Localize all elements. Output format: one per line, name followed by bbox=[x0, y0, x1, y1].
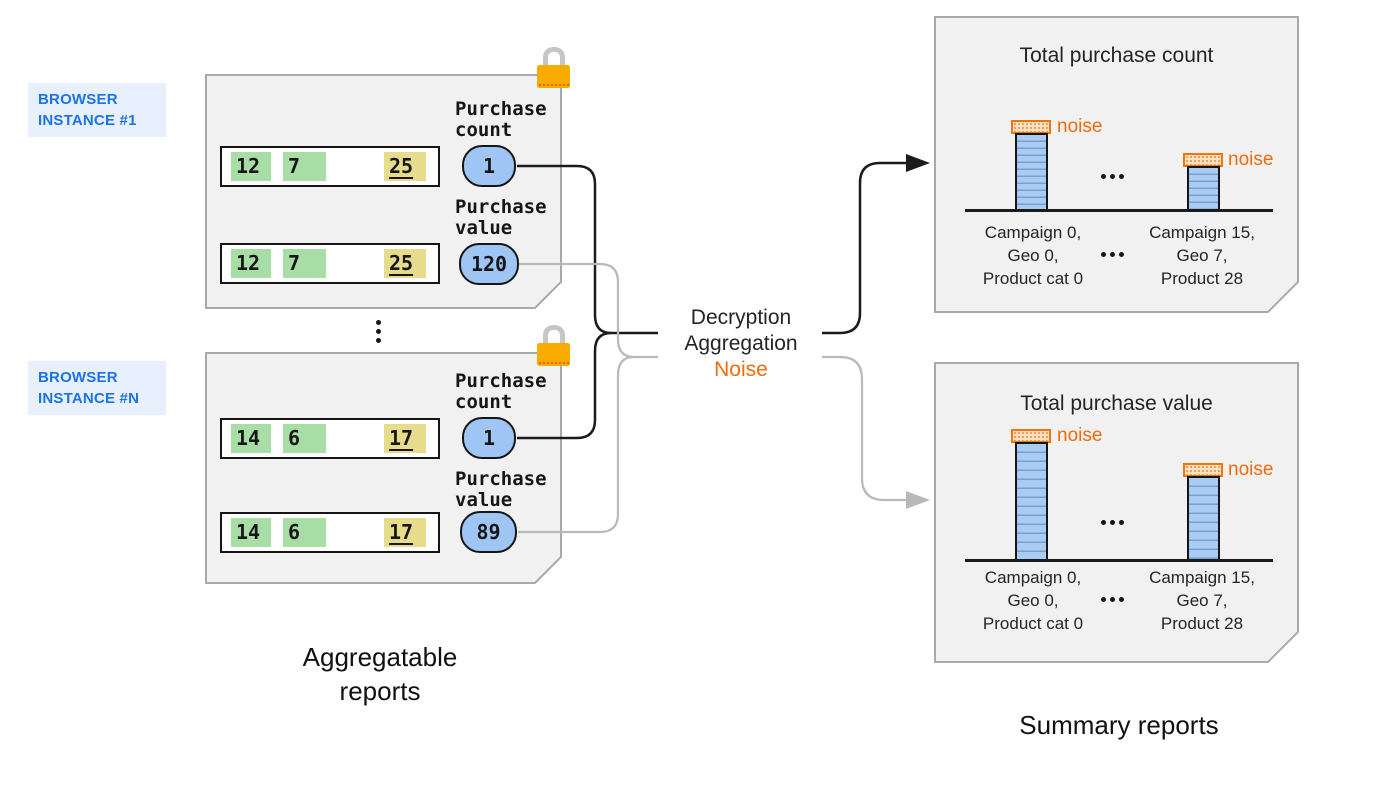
key-chip: 25 bbox=[384, 152, 426, 181]
bucket-chip: 6 bbox=[283, 424, 326, 453]
noise-label: noise bbox=[1057, 425, 1103, 446]
bucket-chip: 14 bbox=[231, 424, 271, 453]
arrowhead-value-icon bbox=[906, 491, 930, 509]
summary-report-card-count bbox=[934, 16, 1299, 313]
value-bar-1 bbox=[1015, 442, 1048, 562]
count-bar-2 bbox=[1187, 166, 1220, 211]
noise-cap bbox=[1011, 120, 1051, 134]
connector-count-instancen bbox=[517, 331, 612, 440]
bucket-chip: 12 bbox=[231, 249, 271, 278]
horizontal-ellipsis-icon bbox=[1101, 597, 1124, 602]
lock-shackle bbox=[543, 325, 565, 344]
report-row: 12 7 25 bbox=[220, 146, 440, 187]
pipeline-steps: Decryption Aggregation Noise bbox=[655, 305, 827, 383]
pipeline-step-noise: Noise bbox=[714, 358, 768, 381]
key-chip: 17 bbox=[384, 424, 426, 453]
noise-label: noise bbox=[1228, 149, 1274, 170]
purchase-count-label-n: Purchase count bbox=[455, 370, 547, 413]
count-bar-1 bbox=[1015, 133, 1048, 211]
bucket-chip: 6 bbox=[283, 518, 326, 547]
noise-label: noise bbox=[1228, 459, 1274, 480]
summary-value-title: Total purchase value bbox=[1020, 392, 1213, 415]
purchase-count-bubble-n: 1 bbox=[462, 417, 516, 459]
value-x-axis bbox=[965, 559, 1273, 562]
purchase-value-bubble-1: 120 bbox=[459, 243, 519, 285]
purchase-count-bubble-1: 1 bbox=[462, 145, 516, 187]
purchase-value-bubble-n: 89 bbox=[460, 511, 517, 553]
bucket-chip: 14 bbox=[231, 518, 271, 547]
count-category-1: Campaign 0, Geo 0, Product cat 0 bbox=[982, 223, 1084, 288]
purchase-value-label-n: Purchase value bbox=[455, 468, 547, 511]
value-category-1: Campaign 0, Geo 0, Product cat 0 bbox=[982, 568, 1084, 633]
noise-cap bbox=[1011, 429, 1051, 443]
horizontal-ellipsis-icon bbox=[1101, 174, 1124, 179]
count-x-axis bbox=[965, 209, 1273, 212]
bucket-chip: 12 bbox=[231, 152, 271, 181]
vertical-ellipsis-icon bbox=[376, 320, 381, 343]
connector-value-instancen bbox=[518, 355, 635, 534]
lock-icon bbox=[537, 47, 571, 88]
browser-instance-n-label: BROWSER INSTANCE #N bbox=[28, 361, 166, 415]
pipeline-step-aggregation: Aggregation bbox=[684, 332, 798, 355]
bucket-chip: 7 bbox=[283, 249, 326, 278]
report-row: 14 6 17 bbox=[220, 512, 440, 553]
lock-shackle bbox=[543, 47, 565, 66]
value-bar-2 bbox=[1187, 476, 1220, 562]
arrowhead-count-icon bbox=[906, 154, 930, 172]
summary-reports-caption: Summary reports bbox=[1019, 710, 1219, 740]
horizontal-ellipsis-icon bbox=[1101, 252, 1124, 257]
purchase-value-label-1: Purchase value bbox=[455, 196, 547, 239]
noise-cap bbox=[1183, 463, 1223, 477]
lock-body bbox=[537, 343, 570, 366]
value-category-2: Campaign 15, Geo 7, Product 28 bbox=[1149, 568, 1255, 633]
lock-body bbox=[537, 65, 570, 88]
horizontal-ellipsis-icon bbox=[1101, 520, 1124, 525]
connector-count-instance1 bbox=[517, 164, 658, 335]
noise-cap bbox=[1183, 153, 1223, 167]
key-chip: 17 bbox=[384, 518, 426, 547]
key-chip: 25 bbox=[384, 249, 426, 278]
connector-to-value-summary bbox=[822, 355, 906, 502]
report-row: 12 7 25 bbox=[220, 243, 440, 284]
purchase-count-label-1: Purchase count bbox=[455, 98, 547, 141]
aggregatable-reports-caption: Aggregatable reports bbox=[302, 642, 458, 706]
count-category-2: Campaign 15, Geo 7, Product 28 bbox=[1149, 223, 1255, 288]
connector-to-count-summary bbox=[822, 161, 906, 335]
report-row: 14 6 17 bbox=[220, 418, 440, 459]
summary-count-title: Total purchase count bbox=[1019, 44, 1214, 67]
connector-value-instance1 bbox=[518, 262, 658, 359]
lock-icon bbox=[537, 325, 571, 366]
noise-label: noise bbox=[1057, 116, 1103, 137]
browser-instance-1-label: BROWSER INSTANCE #1 bbox=[28, 83, 166, 137]
bucket-chip: 7 bbox=[283, 152, 326, 181]
pipeline-step-decryption: Decryption bbox=[690, 306, 792, 329]
